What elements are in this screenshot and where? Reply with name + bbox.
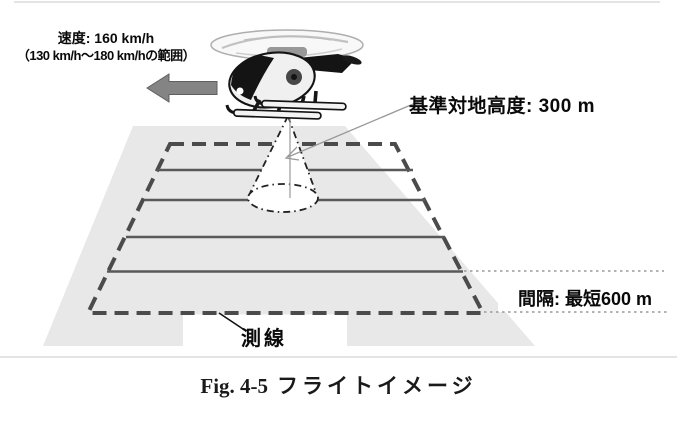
tail-rotor — [342, 55, 362, 65]
footprint-ellipse — [247, 183, 319, 213]
speed-label: 速度: 160 km/h （130 km/h～180 km/hの範囲） — [2, 29, 210, 64]
line-spacing-label: 間隔: 最短600 m — [518, 289, 653, 309]
rotor-blur-3 — [243, 35, 332, 41]
side-window-center — [291, 74, 297, 80]
speed-arrow-icon — [146, 73, 218, 103]
sokusen-leader-line — [218, 312, 244, 330]
survey-line-label: 測線 — [241, 328, 287, 350]
sensor-footprint-cone — [248, 116, 318, 212]
figure-number: Fig. 4-5 — [200, 374, 269, 398]
skid-strut-4 — [313, 90, 318, 104]
altitude-leader-line — [287, 98, 426, 158]
skid-front — [233, 108, 322, 120]
figure-caption: Fig. 4-5 フライトイメージ — [0, 370, 677, 400]
figure-title: フライトイメージ — [277, 374, 477, 398]
helicopter-icon — [210, 29, 364, 120]
label-cutout-bottom — [183, 314, 347, 353]
altitude-leader-arrowhead-icon — [284, 146, 300, 161]
speed-label-line2: （130 km/h～180 km/hの範囲） — [16, 48, 196, 63]
nose-light — [236, 87, 244, 95]
label-cutout-right — [498, 256, 677, 312]
cone-edge-left — [249, 115, 289, 194]
skid-rear — [261, 99, 347, 111]
cone-edge-right — [287, 115, 317, 194]
speed-label-line1: 速度: 160 km/h — [57, 30, 155, 46]
altitude-label: 基準対地高度: 300 m — [409, 96, 595, 117]
